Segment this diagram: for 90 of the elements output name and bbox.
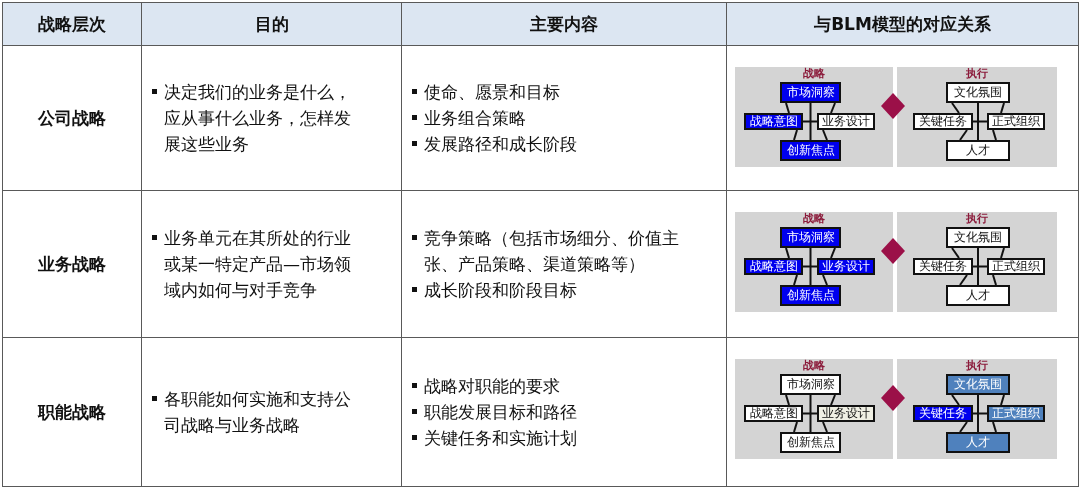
connector-line xyxy=(802,265,818,268)
connector-line xyxy=(809,247,812,286)
connector-line xyxy=(977,394,979,433)
text-box: 关键任务 xyxy=(913,258,973,275)
bullet-text: 决定我们的业务是什么，应从事什么业务，怎样发展这些业务 xyxy=(164,82,351,154)
connector-line xyxy=(822,129,828,141)
connector-line xyxy=(992,274,997,286)
bullet-text: 业务组合策略 xyxy=(424,108,526,128)
row-heading: 公司战略 xyxy=(38,106,106,130)
connector-line xyxy=(785,247,790,259)
panel xyxy=(735,359,893,459)
bullet-text: 发展路径和成长阶段 xyxy=(424,134,577,154)
bullet-text: 业务单元在其所处的行业或某一特定产品—市场领域内如何与对手竞争 xyxy=(164,228,351,300)
connector-line xyxy=(977,247,979,286)
connector-line xyxy=(972,120,988,123)
text-box: 正式组织 xyxy=(987,258,1045,275)
text-box: 文化氛围 xyxy=(946,374,1010,395)
panel xyxy=(897,212,1057,312)
connector-line xyxy=(785,394,790,406)
connector-line xyxy=(793,274,798,286)
panel-heading: 战略 xyxy=(802,359,826,373)
text-box: 关键任务 xyxy=(913,113,973,130)
bullet-text: 战略对职能的要求 xyxy=(424,376,560,396)
panel-heading: 战略 xyxy=(802,212,826,226)
connector-line xyxy=(992,129,997,141)
bullet-text: 使命、愿景和目标 xyxy=(424,82,560,102)
row-heading: 职能战略 xyxy=(38,400,106,424)
connector-line xyxy=(951,102,960,114)
connector-line xyxy=(977,102,979,141)
header-cell: 主要内容 xyxy=(401,2,727,46)
connector-line xyxy=(972,265,988,268)
text-box: 业务设计 xyxy=(817,113,875,130)
connector-line xyxy=(959,274,968,286)
header-cell: 目的 xyxy=(141,2,402,46)
bullet-text: 竞争策略（包括市场细分、价值主张、产品策略、渠道策略等） xyxy=(424,228,679,274)
connector-line xyxy=(802,412,818,415)
text-box: 创新焦点 xyxy=(780,432,841,453)
text-box: 市场洞察 xyxy=(780,227,841,248)
connector-line xyxy=(951,394,960,406)
panel xyxy=(897,67,1057,167)
connector-line xyxy=(1000,394,1005,406)
bullet-text: 成长阶段和阶段目标 xyxy=(424,280,577,300)
connector-line xyxy=(992,421,997,433)
panel-heading: 执行 xyxy=(965,67,989,81)
text-box: 战略意图 xyxy=(744,405,803,422)
text-box: 正式组织 xyxy=(987,113,1045,130)
panel-heading: 执行 xyxy=(965,359,989,373)
text-box: 创新焦点 xyxy=(780,285,841,306)
bullet-text: 关键任务和实施计划 xyxy=(424,428,577,448)
panel xyxy=(897,359,1057,459)
text-box: 正式组织 xyxy=(987,405,1045,422)
text-box: 文化氛围 xyxy=(946,227,1010,248)
text-box: 市场洞察 xyxy=(780,374,841,395)
connector-line xyxy=(1000,102,1005,114)
connector-line xyxy=(830,102,836,114)
text-box: 战略意图 xyxy=(744,113,803,130)
connector-line xyxy=(959,421,968,433)
connector-line xyxy=(951,247,960,259)
connector-line xyxy=(959,129,968,141)
bullet-text: 各职能如何实施和支持公司战略与业务战略 xyxy=(164,389,351,435)
connector-line xyxy=(809,102,812,141)
text-box: 战略意图 xyxy=(744,258,803,275)
connector-line xyxy=(822,421,828,433)
text-box: 业务设计 xyxy=(817,405,875,422)
bullet-text: 职能发展目标和路径 xyxy=(424,402,577,422)
panel xyxy=(735,67,893,167)
connector-line xyxy=(785,102,790,114)
text-box: 人才 xyxy=(946,432,1010,453)
text-box: 市场洞察 xyxy=(780,82,841,103)
text-box: 文化氛围 xyxy=(946,82,1010,103)
connector-line xyxy=(809,394,812,433)
panel xyxy=(735,212,893,312)
connector-line xyxy=(830,394,836,406)
connector-line xyxy=(972,412,988,415)
header-cell: 与BLM模型的对应关系 xyxy=(726,2,1079,46)
connector-line xyxy=(793,421,798,433)
panel-heading: 战略 xyxy=(802,67,826,81)
connector-line xyxy=(793,129,798,141)
connector-line xyxy=(1000,247,1005,259)
text-box: 人才 xyxy=(946,285,1010,306)
connector-line xyxy=(830,247,836,259)
text-box: 关键任务 xyxy=(913,405,973,422)
text-box: 人才 xyxy=(946,140,1010,161)
text-box: 业务设计 xyxy=(817,258,875,275)
header-cell: 战略层次 xyxy=(2,2,142,46)
connector-line xyxy=(822,274,828,286)
panel-heading: 执行 xyxy=(965,212,989,226)
connector-line xyxy=(802,120,818,123)
row-heading: 业务战略 xyxy=(38,252,106,276)
text-box: 创新焦点 xyxy=(780,140,841,161)
